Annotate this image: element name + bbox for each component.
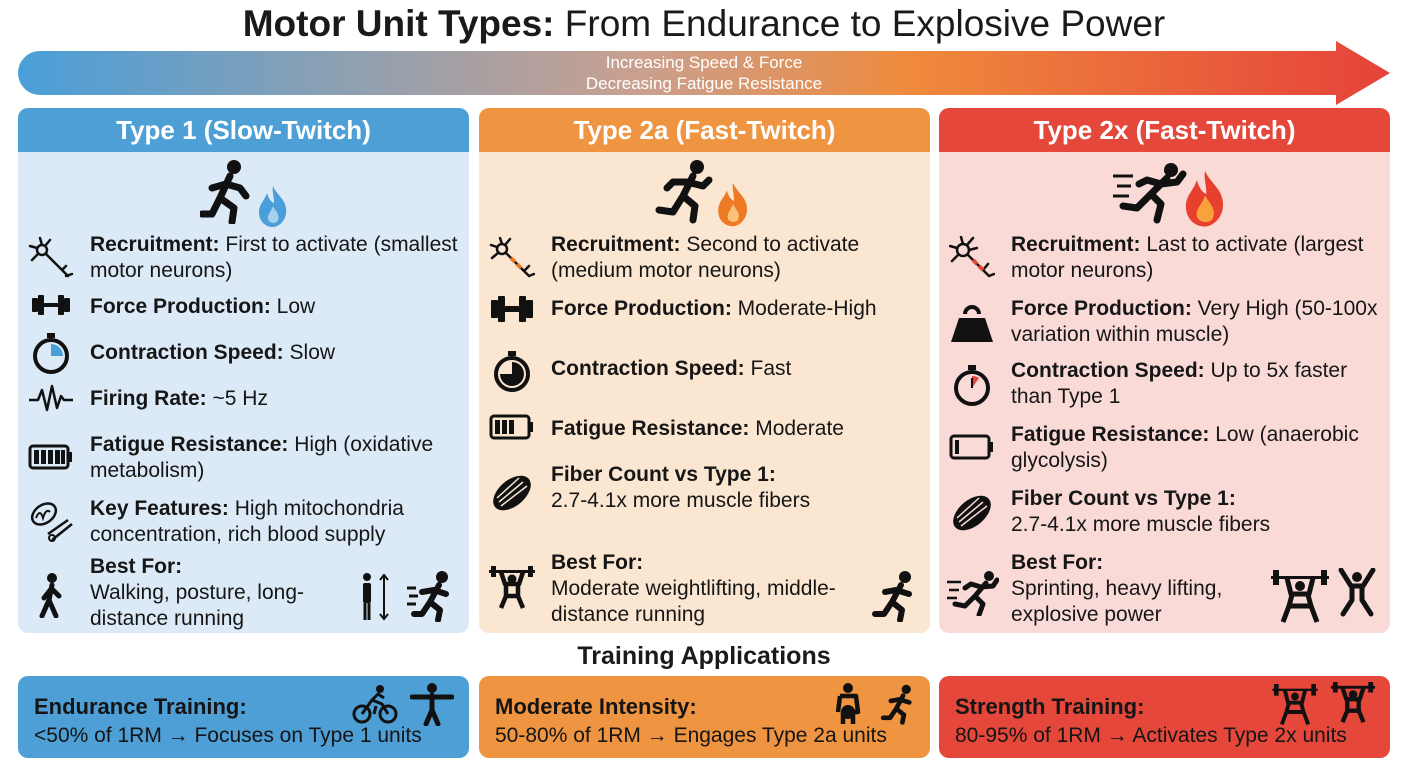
runner-icon — [407, 571, 449, 622]
flame-icon — [718, 182, 748, 227]
flame-icon — [259, 186, 287, 227]
title-bold: Motor Unit Types: — [242, 3, 555, 44]
stopwatch-icon — [33, 333, 69, 374]
runner-icon — [872, 571, 912, 622]
type2a-speed-text: Contraction Speed: Fast — [551, 357, 792, 380]
squat-lifter-icon — [1271, 570, 1329, 623]
type2a-recruitment-text: Recruitment: Second to activate (medium … — [551, 233, 860, 282]
runner-icon — [880, 684, 912, 725]
type2x-fiber-text: Fiber Count vs Type 1:2.7-4.1x more musc… — [1011, 487, 1271, 536]
runner-icon — [655, 160, 713, 224]
type2a-hero — [479, 156, 930, 227]
kettlebell-person-icon — [835, 683, 861, 724]
runner-icon — [200, 160, 250, 224]
moderate-heading: Moderate Intensity: — [495, 694, 697, 719]
title-rest: From Endurance to Explosive Power — [564, 3, 1166, 44]
type1-speed-text: Contraction Speed: Slow — [90, 341, 336, 364]
type2x-hero — [939, 156, 1390, 227]
heartbeat-icon — [29, 384, 73, 412]
walker-icon — [39, 573, 62, 618]
type1-bestfor-text: Best For:Walking, posture, long-distance… — [90, 555, 304, 630]
arrow-line2: Decreasing Fatigue Resistance — [585, 74, 823, 93]
type2x-speed-text: Contraction Speed: Up to 5x faster than … — [1011, 359, 1348, 408]
moderate-text: 50-80% of 1RM → Engages Type 2a units — [495, 724, 887, 747]
muscle-fiber-icon — [953, 495, 991, 531]
type1-fatigue-text: Fatigue Resistance: High (oxidative meta… — [90, 433, 434, 482]
stopwatch-icon — [954, 365, 990, 406]
mitochondria-icon — [30, 502, 73, 542]
posture-icon — [363, 573, 389, 621]
type2a-fiber-text: Fiber Count vs Type 1:2.7-4.1x more musc… — [551, 463, 811, 512]
flame-icon — [1185, 170, 1224, 227]
neuron-icon — [489, 236, 535, 278]
cyclist-icon — [352, 685, 398, 724]
battery-medium-icon — [489, 414, 533, 440]
type2a-fatigue-text: Fatigue Resistance: Moderate — [551, 417, 844, 440]
stretch-person-icon — [410, 683, 454, 726]
strength-training-box: Strength Training: 80-95% of 1RM → Activ… — [939, 676, 1390, 758]
kettlebell-icon — [951, 305, 993, 342]
sprinter-icon — [1113, 163, 1187, 224]
endurance-text: <50% of 1RM → Focuses on Type 1 units — [34, 724, 422, 747]
type1-force-text: Force Production: Low — [90, 295, 316, 318]
type2a-bestfor-text: Best For:Moderate weightlifting, middle-… — [551, 551, 836, 626]
neuron-icon — [28, 236, 74, 278]
type2x-title: Type 2x (Fast-Twitch) — [939, 108, 1390, 152]
dumbbell-icon — [32, 295, 70, 315]
gradient-arrow-icon — [18, 41, 1390, 105]
neuron-icon — [949, 236, 995, 278]
sprinter-icon — [947, 571, 999, 616]
overhead-lifter-icon — [1331, 682, 1375, 724]
arrow-line1: Increasing Speed & Force — [605, 53, 803, 72]
type1-hero — [18, 156, 469, 227]
type2x-card: Type 2x (Fast-Twitch) Recruitment: Last … — [939, 108, 1390, 633]
moderate-intensity-box: Moderate Intensity: 50-80% of 1RM → Enga… — [479, 676, 930, 758]
jumper-icon — [1338, 568, 1376, 617]
endurance-training-box: Endurance Training: <50% of 1RM → Focuse… — [18, 676, 469, 758]
strength-heading: Strength Training: — [955, 694, 1145, 719]
type1-recruitment-text: Recruitment: First to activate (smallest… — [90, 233, 458, 282]
dumbbell-icon — [491, 296, 533, 322]
type1-title: Type 1 (Slow-Twitch) — [18, 108, 469, 152]
endurance-heading: Endurance Training: — [34, 694, 247, 719]
type1-features-text: Key Features: High mitochondria concentr… — [90, 497, 404, 546]
training-applications-title: Training Applications — [577, 642, 831, 670]
squat-lifter-icon — [1272, 684, 1318, 726]
type2x-force-text: Force Production: Very High (50-100x var… — [1011, 297, 1378, 346]
battery-full-icon — [28, 444, 72, 470]
page-title: Motor Unit Types: From Endurance to Expl… — [0, 2, 1408, 46]
type2a-force-text: Force Production: Moderate-High — [551, 297, 877, 320]
stopwatch-icon — [494, 351, 530, 392]
weightlifter-icon — [489, 566, 535, 609]
type2x-recruitment-text: Recruitment: Last to activate (largest m… — [1011, 233, 1364, 282]
strength-text: 80-95% of 1RM → Activates Type 2x units — [955, 724, 1347, 747]
type2a-card: Type 2a (Fast-Twitch) Recruitment: Secon… — [479, 108, 930, 633]
type2x-bestfor-text: Best For:Sprinting, heavy lifting, explo… — [1011, 551, 1223, 626]
type2a-title: Type 2a (Fast-Twitch) — [479, 108, 930, 152]
battery-low-icon — [949, 434, 993, 460]
muscle-fiber-icon — [493, 475, 531, 511]
type2x-fatigue-text: Fatigue Resistance: Low (anaerobic glyco… — [1011, 423, 1359, 472]
type1-firing-text: Firing Rate: ~5 Hz — [90, 387, 268, 410]
type1-card: Type 1 (Slow-Twitch) Recruitment: First … — [18, 108, 469, 633]
